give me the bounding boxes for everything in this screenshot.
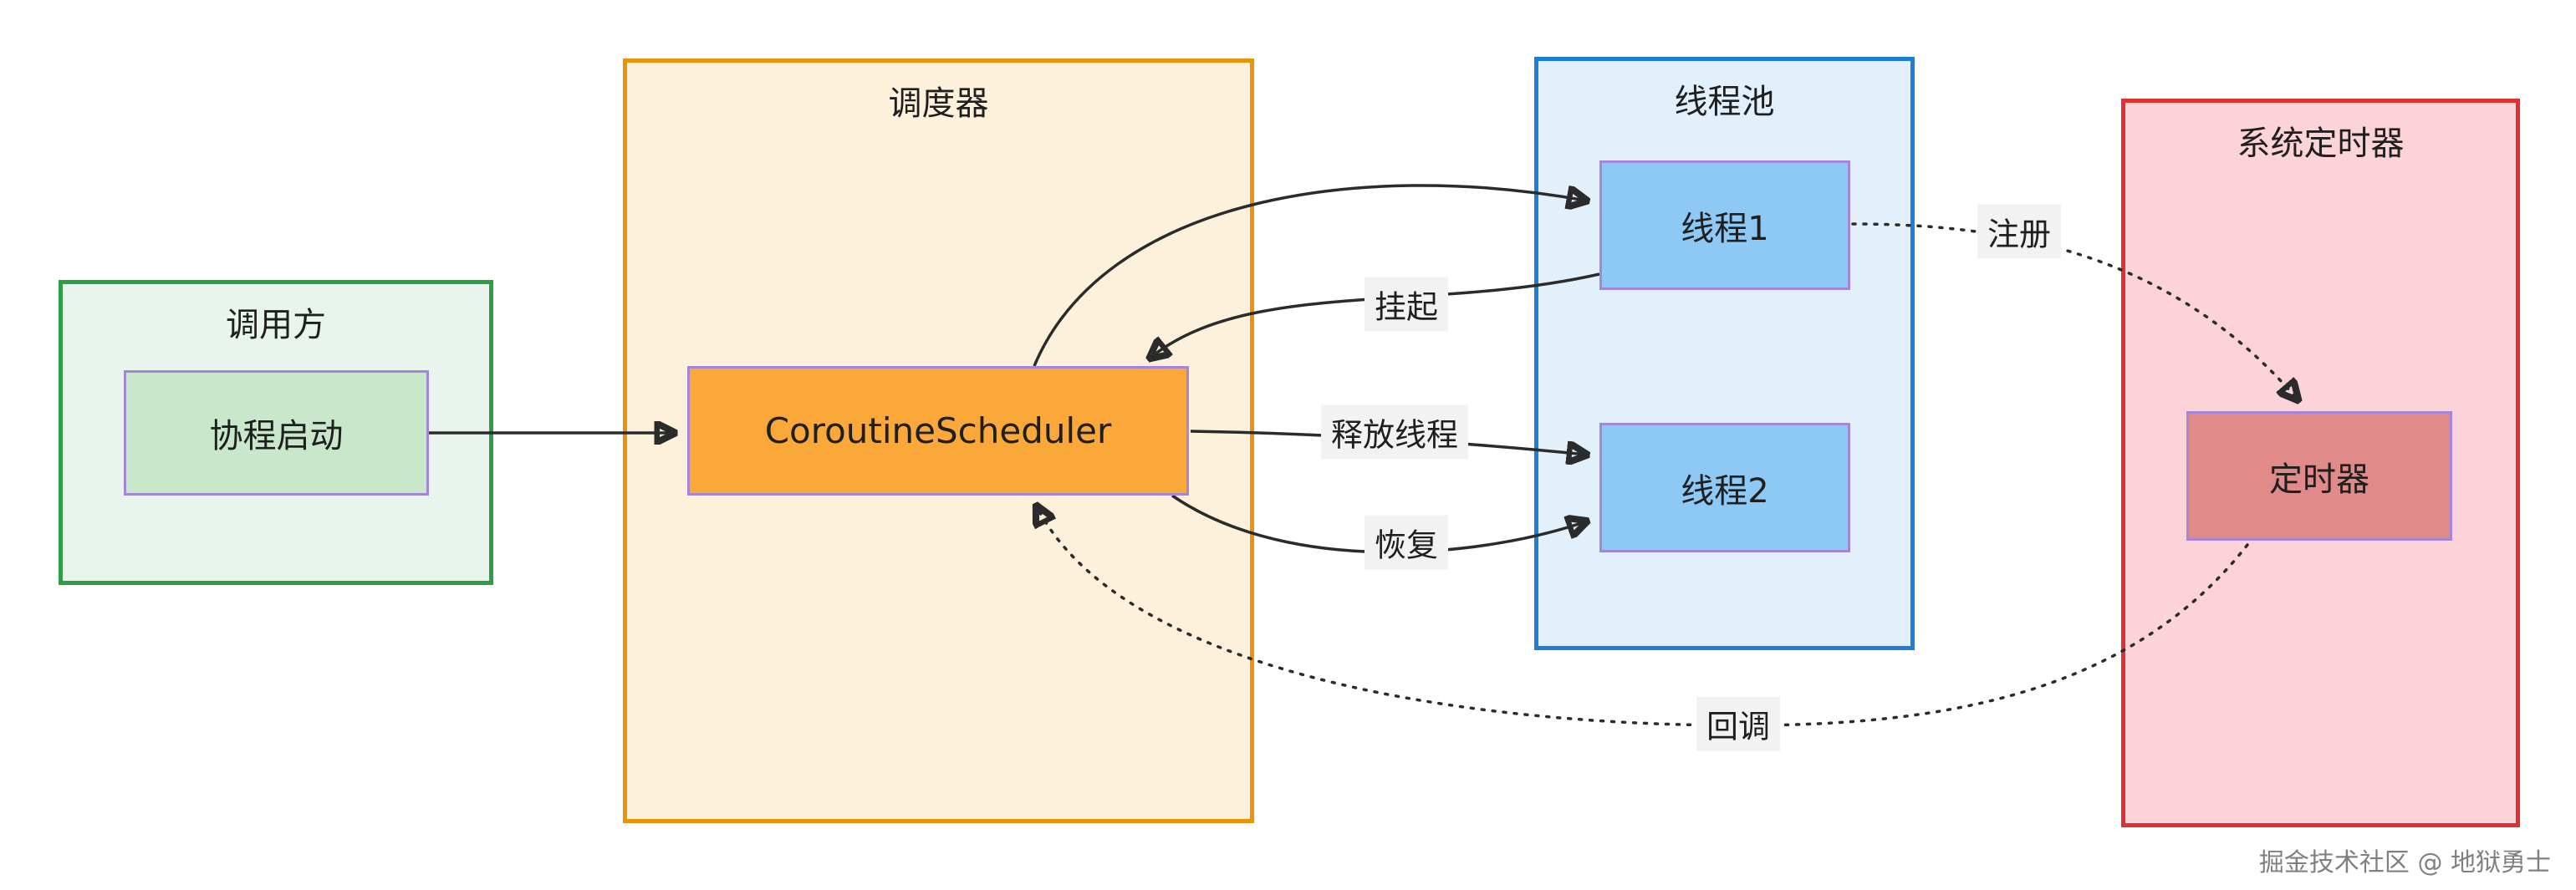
node-thread2: 线程2 [1599,423,1850,552]
group-system-timer-title: 系统定时器 [2237,125,2405,163]
group-thread-pool: 线程池 [1534,57,1915,650]
edge-label-register: 注册 [1977,204,2062,259]
node-thread1-label: 线程1 [1681,209,1769,248]
node-coroutine-start: 协程启动 [124,370,429,496]
node-timer-label: 定时器 [2269,460,2369,499]
node-coroutine-scheduler: CoroutineScheduler [687,366,1189,496]
watermark: 掘金技术社区 @ 地狱勇士 [2258,848,2551,877]
node-coroutine-scheduler-label: CoroutineScheduler [764,410,1112,451]
group-thread-pool-title: 线程池 [1674,83,1775,121]
edge-label-release-thread: 释放线程 [1320,404,1469,460]
node-thread2-label: 线程2 [1681,471,1769,511]
node-thread1: 线程1 [1599,160,1850,290]
edge-label-suspend: 挂起 [1364,277,1449,332]
group-scheduler-title: 调度器 [888,84,989,123]
group-caller-title: 调用方 [226,306,326,344]
edge-label-resume: 恢复 [1364,515,1449,570]
edge-label-callback: 回调 [1696,696,1781,751]
node-coroutine-start-label: 协程启动 [209,417,344,455]
node-timer: 定时器 [2186,411,2452,541]
